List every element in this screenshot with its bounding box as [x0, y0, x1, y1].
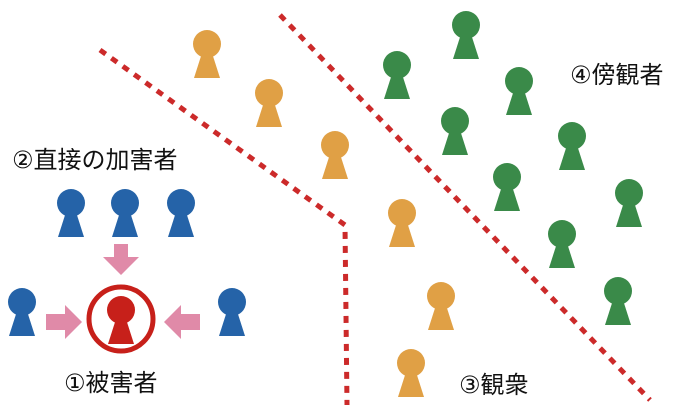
- person-pawn-icon: [493, 163, 521, 211]
- person-pawn-icon: [604, 277, 632, 325]
- person-pawn-icon: [441, 107, 469, 155]
- arrow-icon: [103, 244, 139, 275]
- label-victim: ①被害者: [64, 369, 158, 397]
- arrow-icon: [46, 305, 82, 339]
- person-pawn-icon: [321, 131, 349, 179]
- label-audience: ③観衆: [459, 371, 529, 399]
- person-pawn-icon: [427, 282, 455, 330]
- victim-ring: [86, 284, 156, 354]
- person-pawn-icon: [397, 349, 425, 397]
- person-pawn-icon: [107, 296, 135, 344]
- person-pawn-icon: [8, 288, 36, 336]
- person-pawn-icon: [193, 30, 221, 78]
- person-pawn-icon: [167, 189, 195, 237]
- person-pawn-icon: [505, 67, 533, 115]
- person-pawn-icon: [218, 288, 246, 336]
- person-pawn-icon: [383, 51, 411, 99]
- label-direct-bully: ②直接の加害者: [12, 146, 178, 174]
- people: [8, 11, 643, 397]
- person-pawn-icon: [57, 189, 85, 237]
- person-pawn-icon: [388, 199, 416, 247]
- person-pawn-icon: [452, 11, 480, 59]
- arrow-icon: [164, 305, 200, 339]
- person-pawn-icon: [111, 189, 139, 237]
- arrows: [46, 244, 200, 339]
- label-bystander: ④傍観者: [570, 61, 664, 89]
- dashed-divider-line: [278, 13, 652, 402]
- person-pawn-icon: [548, 220, 576, 268]
- person-pawn-icon: [255, 79, 283, 127]
- dashed-divider-line: [98, 47, 350, 405]
- person-pawn-icon: [558, 122, 586, 170]
- person-pawn-icon: [615, 179, 643, 227]
